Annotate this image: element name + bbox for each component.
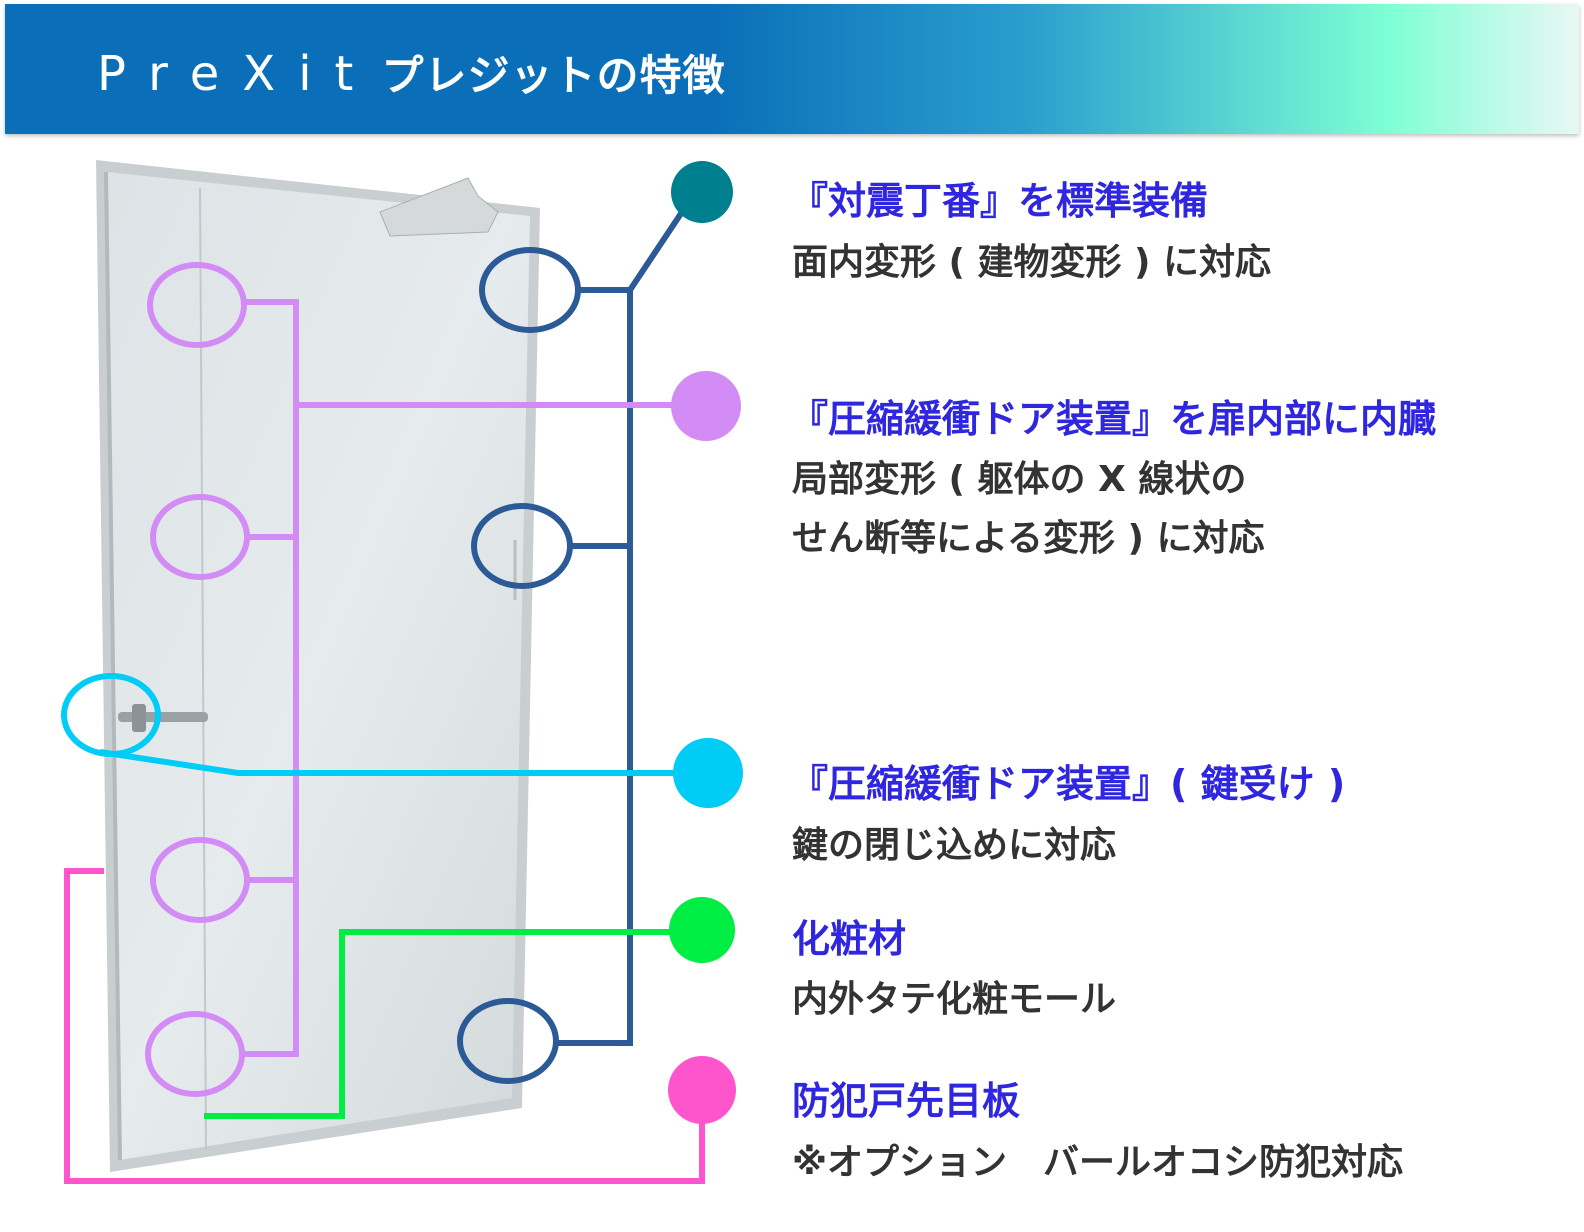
- feature-4-title: 化粧材: [792, 917, 907, 961]
- feature-2-description-line-2: せん断等による変形 ) に対応: [792, 518, 1265, 559]
- feature-1-title: 『対震丁番』を標準装備: [790, 179, 1209, 223]
- page-title: PreXit プレジットの特徴: [97, 42, 725, 103]
- page-subtitle: プレジットの特徴: [381, 51, 726, 100]
- header-banner: PreXit プレジットの特徴: [5, 4, 1579, 134]
- feature-4-description: 内外タテ化粧モール: [792, 979, 1117, 1020]
- marker-security: [668, 1056, 736, 1124]
- security-callout: [64, 868, 705, 1184]
- trim-callout: [204, 929, 690, 1119]
- feature-1-description: 面内変形 ( 建物変形 ) に対応: [792, 242, 1272, 283]
- feature-2-title: 『圧縮緩衝ドア装置』を扉内部に内臓: [790, 397, 1437, 441]
- marker-buffer: [671, 371, 741, 441]
- lock-callout: [61, 673, 690, 776]
- door-illustration: [96, 160, 540, 1172]
- feature-5-description: ※オプション バールオコシ防犯対応: [792, 1142, 1403, 1183]
- feature-3-description: 鍵の閉じ込めに対応: [792, 825, 1117, 866]
- brand-name: PreXit: [97, 46, 377, 102]
- feature-5-title: 防犯戸先目板: [792, 1079, 1021, 1123]
- door-trim-line: [199, 187, 207, 1151]
- hinge-callouts: [457, 198, 693, 1084]
- marker-hinge: [671, 161, 733, 223]
- feature-3-title: 『圧縮緩衝ドア装置』( 鍵受け ): [790, 762, 1346, 806]
- marker-lock: [673, 738, 743, 808]
- door-handle: [118, 712, 208, 722]
- door-closer: [379, 177, 499, 237]
- marker-trim: [669, 897, 735, 963]
- buffer-callouts: [145, 262, 690, 1097]
- feature-2-description-line-1: 局部変形 ( 躯体の X 線状の: [792, 459, 1247, 500]
